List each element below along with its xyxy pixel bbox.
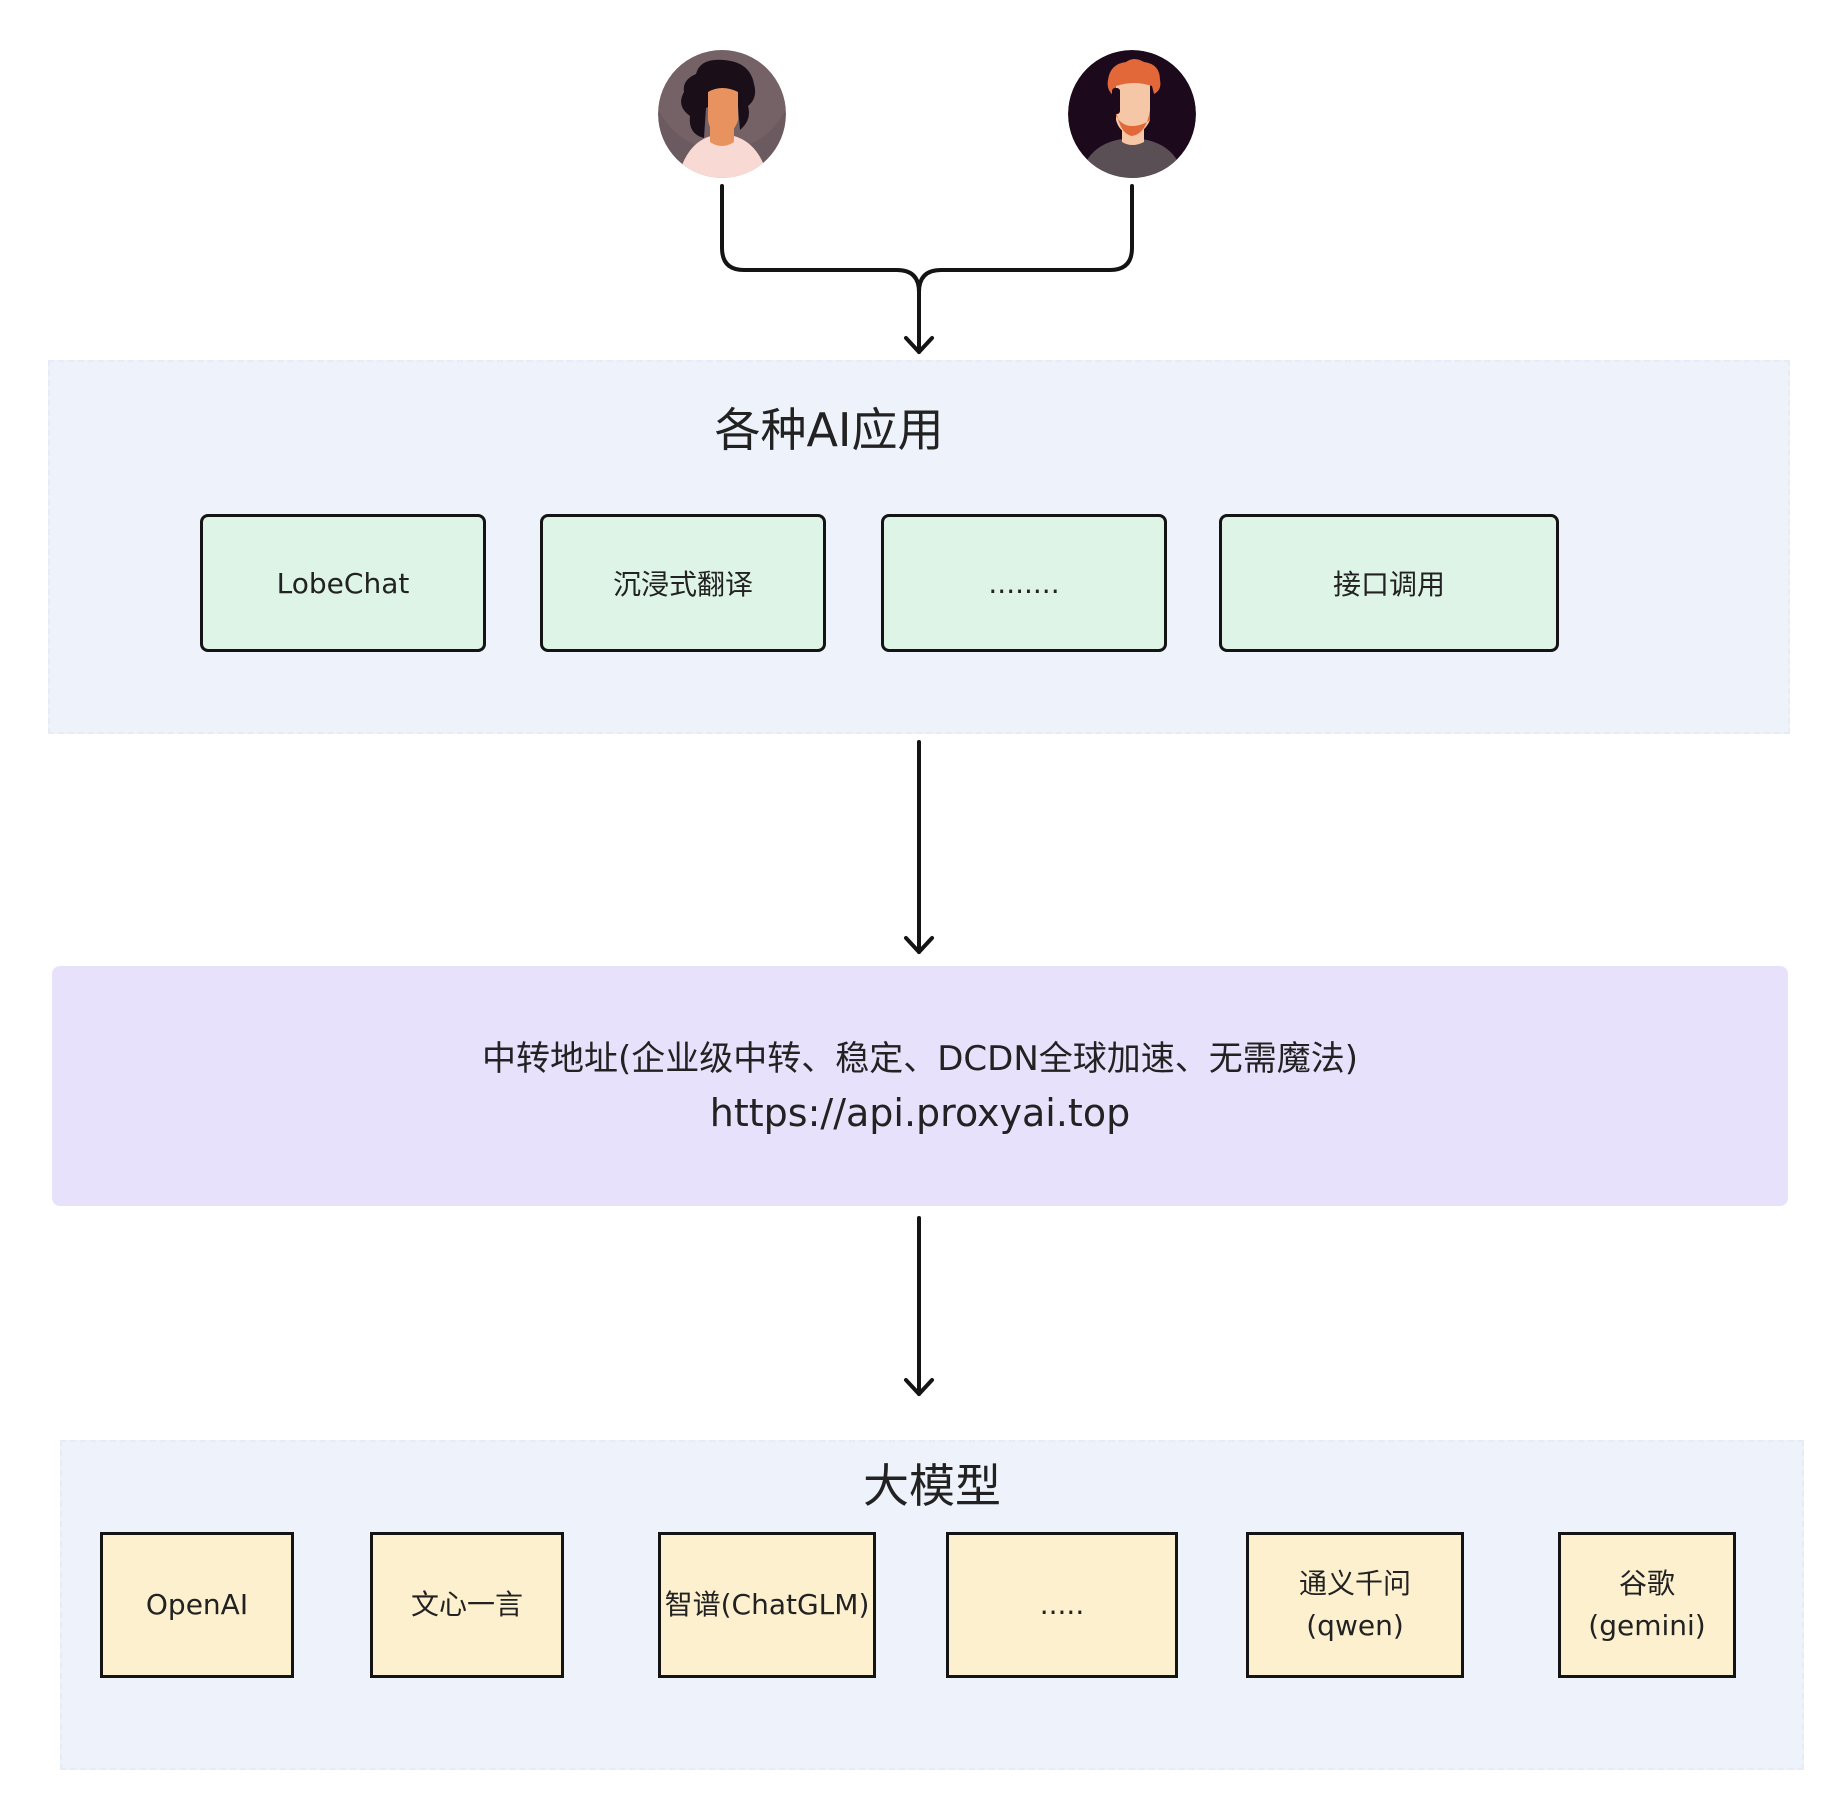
app-label: LobeChat [276, 566, 410, 600]
user-man-icon [1068, 50, 1196, 178]
model-box-chatglm: 智谱(ChatGLM) [658, 1532, 876, 1678]
model-box-qwen: 通义千问 (qwen) [1246, 1532, 1464, 1678]
model-label: 文心一言 [410, 1588, 523, 1621]
model-box-openai: OpenAI [100, 1532, 294, 1678]
models-title: 大模型 [863, 1459, 1001, 1513]
model-label: ..... [1039, 1588, 1085, 1621]
relay-url: https://api.proxyai.top [709, 1091, 1131, 1135]
model-box-gemini: 谷歌 (gemini) [1558, 1532, 1736, 1678]
model-box-wenxin: 文心一言 [370, 1532, 564, 1678]
app-box-more: ........ [881, 514, 1167, 652]
arrow-head-relay [904, 936, 934, 954]
user-woman-avatar [658, 50, 786, 178]
model-box-more: ..... [946, 1532, 1178, 1678]
app-label: 沉浸式翻译 [612, 568, 753, 601]
model-label: OpenAI [145, 1588, 249, 1621]
model-label: 谷歌 [1618, 1567, 1675, 1600]
ai-apps-title: 各种AI应用 [714, 403, 944, 457]
app-box-immersive-translate: 沉浸式翻译 [540, 514, 826, 652]
user-merge-connector [720, 184, 921, 354]
user-woman-icon [658, 50, 786, 178]
model-label: 通义千问 [1298, 1567, 1411, 1600]
relay-address-panel: 中转地址(企业级中转、稳定、DCDN全球加速、无需魔法) https://api… [52, 966, 1788, 1206]
app-box-api-call: 接口调用 [1219, 514, 1559, 652]
model-label: 智谱(ChatGLM) [664, 1588, 870, 1621]
app-box-lobechat: LobeChat [200, 514, 486, 652]
arrow-head-apps [904, 336, 934, 354]
user-man-avatar [1068, 50, 1196, 178]
models-zone: 大模型 [60, 1440, 1804, 1770]
user-merge-connector-right [917, 184, 1134, 294]
app-label: ........ [988, 566, 1060, 600]
model-sublabel: (gemini) [1588, 1609, 1706, 1642]
arrow-head-models [904, 1378, 934, 1396]
relay-description: 中转地址(企业级中转、稳定、DCDN全球加速、无需魔法) [481, 1039, 1359, 1079]
app-label: 接口调用 [1332, 568, 1445, 601]
model-sublabel: (qwen) [1306, 1609, 1404, 1642]
